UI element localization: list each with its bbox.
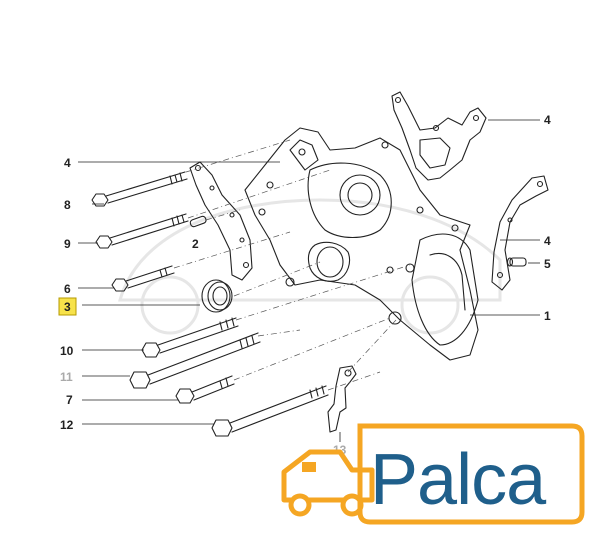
- timing-cover: [244, 127, 479, 361]
- callout-8: 8: [64, 198, 71, 212]
- callout-5: 5: [544, 257, 551, 271]
- callout-4-right: 4: [544, 234, 551, 248]
- callout-6: 6: [64, 282, 71, 296]
- bolt-12: [211, 385, 329, 437]
- callout-9: 9: [64, 237, 71, 251]
- bolt-10: [141, 317, 239, 358]
- alignment-lines: [173, 139, 411, 391]
- callout-2: 2: [192, 237, 199, 251]
- bolt-7: [175, 375, 235, 404]
- callout-10: 10: [60, 344, 74, 358]
- gasket-upper-right: [391, 91, 487, 181]
- car-icon: [281, 449, 375, 503]
- callout-4-upper-right: 4: [544, 113, 551, 127]
- logo-text: Palca: [370, 440, 547, 520]
- seal-ring-3: [201, 279, 233, 313]
- bolt-9: [95, 213, 189, 249]
- pin-5: [506, 257, 527, 267]
- callout-12: 12: [60, 418, 74, 432]
- palca-logo: Palca: [281, 423, 585, 525]
- bolt-6: [111, 265, 175, 292]
- callout-3: 3: [64, 300, 71, 314]
- car-window: [302, 462, 316, 472]
- dowel-pin-2: [189, 215, 207, 228]
- bracket-13: [327, 365, 357, 433]
- leader-lines: [78, 119, 540, 442]
- callout-7: 7: [66, 393, 73, 407]
- callout-3-highlight: [58, 297, 77, 316]
- gasket-right: [491, 175, 549, 291]
- gasket-left: [189, 161, 253, 281]
- bolt-11: [129, 332, 261, 389]
- wheel-front-icon: [288, 493, 312, 517]
- bolt-8: [91, 171, 188, 207]
- callout-11: 11: [60, 370, 73, 384]
- callout-4-left: 4: [64, 156, 71, 170]
- logo-frame: [357, 423, 585, 525]
- callout-1: 1: [544, 309, 551, 323]
- callout-labels: 4 4 4 8 9 2 6 3 10 11 7 12 1 5 13: [58, 113, 551, 457]
